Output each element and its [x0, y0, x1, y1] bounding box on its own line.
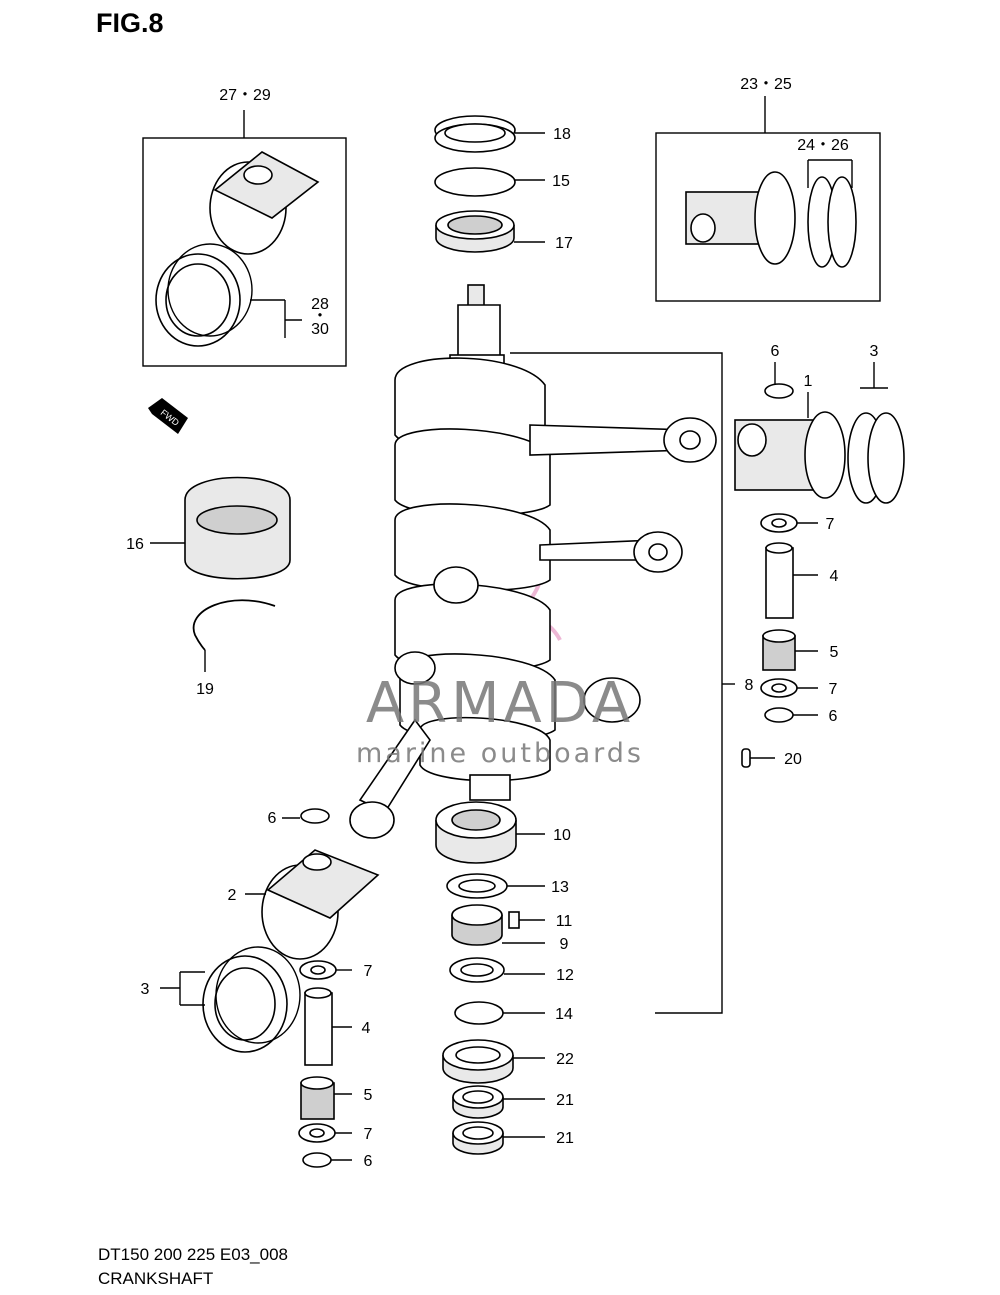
callout-19: 19: [196, 681, 214, 698]
callout-7-upper: 7: [826, 516, 835, 533]
callout-30: 30: [311, 321, 329, 338]
callout-11: 11: [556, 913, 573, 930]
lower-left-piston-group: 6 2 3 7 4 5: [141, 808, 380, 1170]
callout-22: 22: [556, 1051, 574, 1068]
callout-1: 1: [804, 373, 813, 390]
callout-6-top: 6: [771, 343, 780, 360]
callout-8: 8: [745, 677, 754, 694]
callout-5-upper: 5: [830, 644, 839, 661]
callout-24-26: 24・26: [797, 137, 849, 154]
callout-7-middle: 7: [829, 681, 838, 698]
callout-15: 15: [552, 173, 570, 190]
callout-14: 14: [555, 1006, 573, 1023]
callout-27-29: 27・29: [219, 87, 271, 104]
callout-16: 16: [126, 536, 144, 553]
callout-6-middle: 6: [829, 708, 838, 725]
bracket-8: 8: [510, 352, 754, 1014]
callout-4-upper: 4: [830, 568, 839, 585]
lower-bearing-stack: 10 13 11 9 12 14 22: [435, 801, 574, 1155]
callout-9: 9: [560, 936, 569, 953]
callout-13: 13: [551, 879, 569, 896]
crankshaft-assembly: [349, 284, 717, 839]
piston-kit-box-23-25: 23・25 24・26: [655, 76, 881, 302]
callout-23-25: 23・25: [740, 76, 792, 93]
callout-28: 28: [311, 296, 329, 313]
callout-21-upper: 21: [556, 1092, 574, 1109]
callout-28-30-dot: ・: [312, 308, 328, 325]
upper-bearing-group: 18 15 17: [434, 115, 573, 253]
left-bearing-group: 16 19: [126, 476, 291, 698]
callout-6-left-bottom: 6: [364, 1153, 373, 1170]
fwd-direction-arrow: FWD: [148, 398, 188, 434]
callout-17: 17: [555, 235, 573, 252]
callout-2: 2: [228, 887, 237, 904]
callout-10: 10: [553, 827, 571, 844]
callout-4-left: 4: [362, 1020, 371, 1037]
callout-21-lower: 21: [556, 1130, 574, 1147]
watermark-brand: ARMADA: [366, 671, 634, 736]
callout-18: 18: [553, 126, 571, 143]
callout-7-left-upper: 7: [364, 963, 373, 980]
callout-20: 20: [784, 751, 802, 768]
callout-7-left-lower: 7: [364, 1126, 373, 1143]
watermark-tagline: marine outboards: [356, 738, 644, 769]
footer-model-code: DT150 200 225 E03_008: [98, 1245, 288, 1264]
callout-5-left: 5: [364, 1087, 373, 1104]
callout-12: 12: [556, 967, 574, 984]
callout-3-top: 3: [870, 343, 879, 360]
callout-6-left-top: 6: [268, 810, 277, 827]
footer-section-name: CRANKSHAFT: [98, 1269, 214, 1288]
figure-title: FIG.8: [96, 8, 164, 38]
piston-kit-box-27-29: 27・29 28 ・ 30: [142, 87, 347, 367]
right-piston-group: 6 1 3 7 4 5: [734, 343, 905, 768]
callout-3-left: 3: [141, 981, 150, 998]
